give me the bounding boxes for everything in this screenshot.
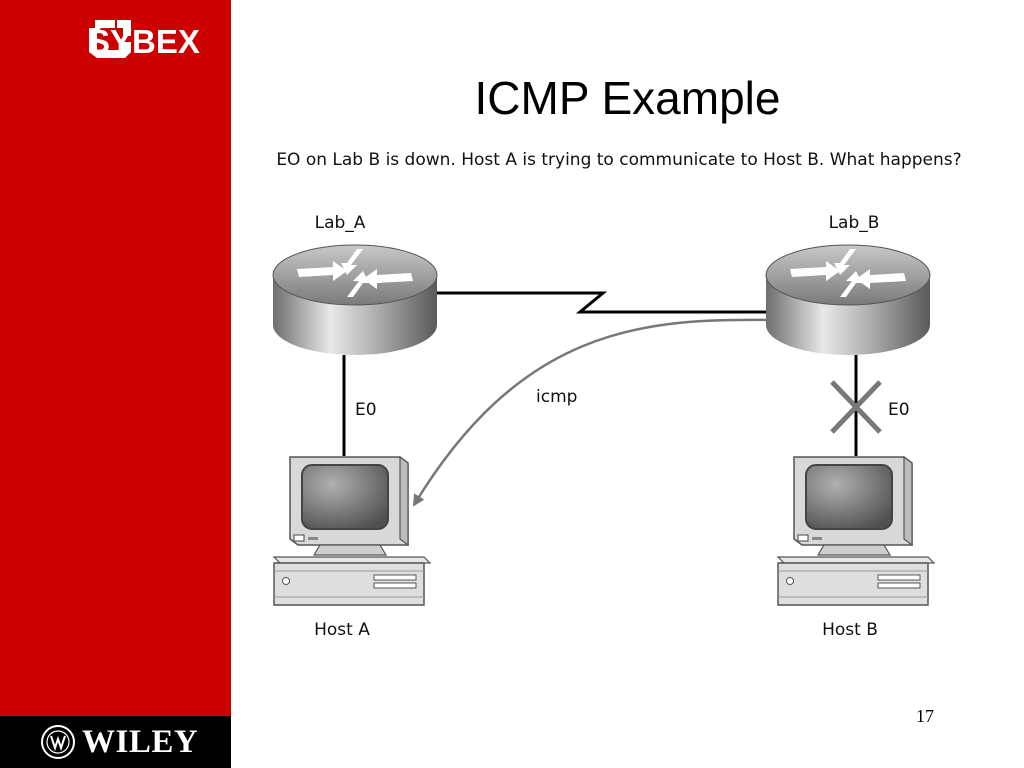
network-diagram: EO on Lab B is down. Host A is trying to… <box>272 150 962 640</box>
host-a-computer-icon <box>273 456 431 606</box>
serial-wan-link <box>426 291 768 314</box>
host-b-label: Host B <box>822 620 878 640</box>
icmp-label: icmp <box>536 387 577 407</box>
slide-title: ICMP Example <box>474 72 781 124</box>
icmp-return-arrow <box>412 318 769 507</box>
host-b-computer-icon <box>777 456 935 606</box>
host-a-label: Host A <box>314 620 370 640</box>
wiley-logo-text: WILEY <box>82 724 199 760</box>
page-number: 17 <box>916 706 934 726</box>
sybex-logo-text: SYBEX <box>88 23 200 60</box>
wiley-seal-icon <box>41 725 75 759</box>
diagram-caption: EO on Lab B is down. Host A is trying to… <box>276 150 961 170</box>
interface-e0-lab-b-label: E0 <box>888 400 910 420</box>
x-mark-icon <box>830 380 882 434</box>
sybex-logo-icon <box>89 20 131 58</box>
router-lab-b-icon <box>765 244 931 356</box>
footer-bar <box>0 716 231 768</box>
interface-e0-lab-a-label: E0 <box>355 400 377 420</box>
red-sidebar <box>0 0 231 768</box>
router-lab-a-label: Lab_A <box>315 213 366 233</box>
router-lab-b-label: Lab_B <box>829 213 880 233</box>
router-lab-a-icon <box>272 244 438 356</box>
